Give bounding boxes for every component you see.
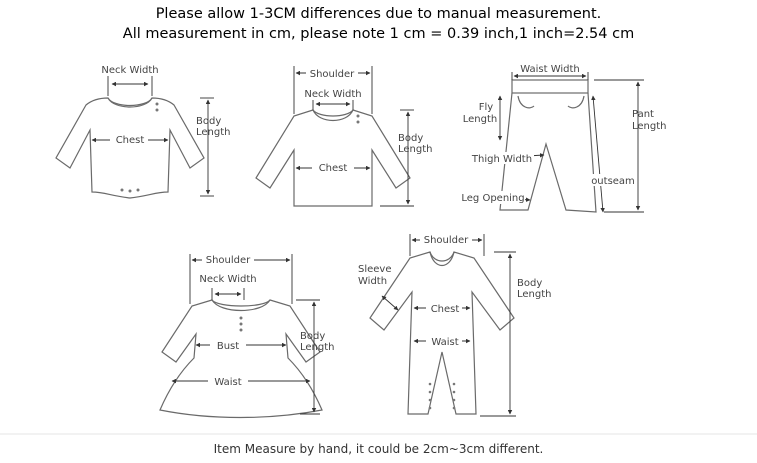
romper-chest-label: Chest [431,304,460,315]
bodysuit-diagram: Neck Width Chest Body Length [55,65,231,199]
tshirt-diagram: Shoulder Neck Width Chest Body Length [255,66,433,207]
romper-body-label-1: Body [517,278,542,289]
bodysuit-body-label-2: Length [196,127,231,138]
tshirt-shoulder-label: Shoulder [310,69,355,80]
footer-note: Item Measure by hand, it could be 2cm~3c… [213,442,544,456]
dress-body-label-1: Body [300,331,325,342]
romper-sleeve-label-2: Width [358,276,387,287]
header: Please allow 1-3CM differences due to ma… [0,4,757,44]
tshirt-chest-label: Chest [319,163,348,174]
tshirt-neck-label: Neck Width [304,89,361,100]
pants-outseam-label: outseam [591,176,635,187]
romper-shoulder-label: Shoulder [424,235,469,246]
pants-pant-label-2: Length [632,121,667,132]
romper-diagram: Shoulder Sleeve Width Chest Waist Body L… [358,233,552,417]
dress-bust-label: Bust [217,341,239,352]
pants-thigh-label: Thigh Width [471,154,532,165]
dress-waist-label: Waist [214,377,241,388]
tshirt-body-label-2: Length [398,144,433,155]
pants-leg-label: Leg Opening [461,193,524,204]
bodysuit-neck-label: Neck Width [101,65,158,76]
bodysuit-chest-label: Chest [116,135,145,146]
dress-neck-label: Neck Width [199,274,256,285]
pants-fly-label-2: Length [463,114,498,125]
romper-sleeve-label-1: Sleeve [358,264,392,275]
romper-body-label-2: Length [517,289,552,300]
header-line-1: Please allow 1-3CM differences due to ma… [155,6,602,22]
tshirt-body-label-1: Body [398,133,423,144]
pants-diagram: Waist Width Fly Length Pant Length Thigh… [461,62,667,213]
pants-pant-label-1: Pant [632,109,654,120]
pants-fly-label-1: Fly [479,102,494,113]
dress-diagram: Shoulder Neck Width Bust Waist Body Leng… [159,253,335,419]
header-line-2: All measurement in cm, please note 1 cm … [122,26,635,42]
pants-waist-label: Waist Width [520,64,580,75]
dress-body-label-2: Length [300,342,335,353]
bodysuit-body-label-1: Body [196,116,221,127]
romper-waist-label: Waist [431,337,458,348]
dress-shoulder-label: Shoulder [206,255,251,266]
